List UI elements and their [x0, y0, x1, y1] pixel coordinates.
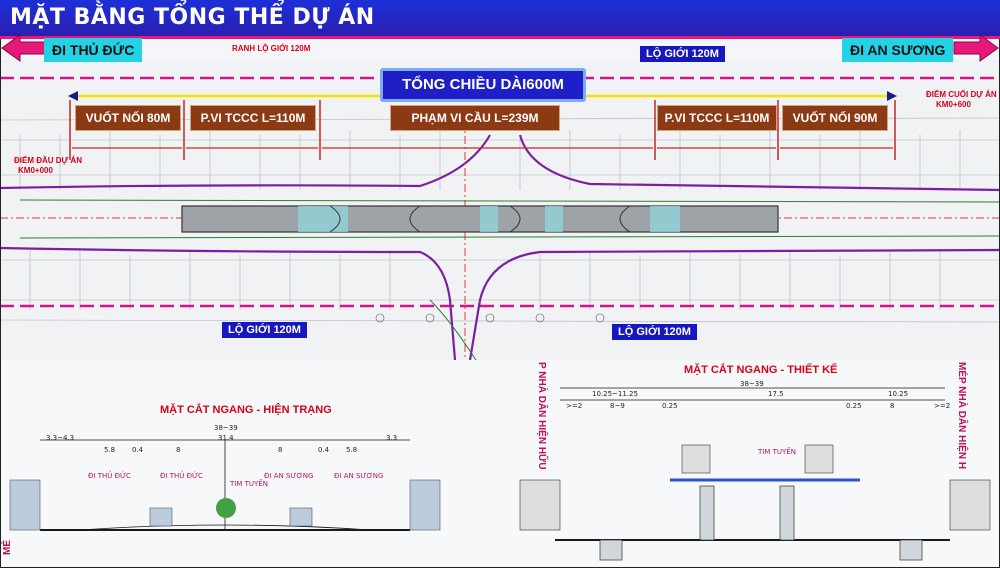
design-sub-dim-4: 0.25 — [846, 402, 862, 410]
segment-3: PHẠM VI CẦU L=239M — [390, 105, 560, 131]
existing-lane-dim-4: 8 — [278, 446, 283, 454]
total-length-label: TỔNG CHIỀU DÀI600M — [380, 68, 586, 102]
direction-right-label: ĐI AN SƯƠNG — [842, 38, 954, 62]
boundary-label-bottom-right: LỘ GIỚI 120M — [612, 324, 697, 340]
segment-5: VUỐT NỐI 90M — [782, 105, 888, 131]
existing-section-title: MẶT CẮT NGANG - HIỆN TRẠNG — [160, 404, 332, 416]
design-right-side-label: MÉP NHÀ DÂN HIỆN H — [956, 362, 967, 470]
boundary-label-top-red: RANH LỘ GIỚI 120M — [232, 44, 311, 53]
existing-lane-dim-1: 5.8 — [104, 446, 116, 454]
existing-lane-dim-3: 8 — [176, 446, 181, 454]
project-start-label: ĐIỂM ĐẦU DỰ ÁN — [14, 156, 82, 165]
existing-lane-label-3: ĐI AN SƯƠNG — [264, 472, 314, 480]
design-dim-left: 10.25~11.25 — [592, 390, 638, 398]
segment-4: P.VI TCCC L=110M — [657, 105, 777, 131]
page-title: MẶT BẰNG TỔNG THỂ DỰ ÁN — [10, 5, 375, 30]
design-sub-dim-5: 8 — [890, 402, 895, 410]
design-center-label: TIM TUYẾN — [758, 448, 796, 456]
design-dim-right: 10.25 — [888, 390, 909, 398]
existing-center-label: TIM TUYẾN — [230, 480, 268, 488]
existing-side-label: MÉ — [2, 540, 13, 555]
design-sub-dim-3: 0.25 — [662, 402, 678, 410]
segment-1: VUỐT NỐI 80M — [75, 105, 181, 131]
design-dim-center: 17.5 — [768, 390, 784, 398]
design-sub-dim-2: 8~9 — [610, 402, 625, 410]
arrow-left-icon — [1, 34, 47, 62]
design-dim-total: 38~39 — [740, 380, 764, 388]
segment-2: P.VI TCCC L=110M — [190, 105, 316, 131]
existing-dim-1: 3.3~4.3 — [46, 434, 75, 442]
existing-dim-4: 3.3 — [386, 434, 398, 442]
existing-dim-2: 38~39 — [214, 424, 238, 432]
existing-lane-label-4: ĐI AN SƯƠNG — [334, 472, 384, 480]
design-sub-dim-1: >=2 — [566, 402, 583, 410]
project-end-label: ĐIỂM CUỐI DỰ ÁN — [926, 90, 997, 99]
project-start-km: KM0+000 — [18, 166, 53, 175]
direction-left-label: ĐI THỦ ĐỨC — [44, 38, 143, 62]
boundary-label-top-blue: LỘ GIỚI 120M — [640, 46, 725, 62]
design-left-side-label: P NHÀ DÂN HIỆN HỮU — [536, 362, 547, 470]
arrow-right-icon — [953, 34, 999, 62]
design-section-title: MẶT CẮT NGANG - THIẾT KẾ — [684, 364, 838, 376]
existing-lane-label-1: ĐI THỦ ĐỨC — [88, 472, 131, 480]
existing-dim-3: 31.4 — [218, 434, 234, 442]
existing-lane-dim-6: 5.8 — [346, 446, 358, 454]
existing-lane-dim-2: 0.4 — [132, 446, 144, 454]
title-bar: MẶT BẰNG TỔNG THỂ DỰ ÁN — [0, 0, 1000, 39]
existing-lane-dim-5: 0.4 — [318, 446, 330, 454]
project-end-km: KM0+600 — [936, 100, 971, 109]
existing-lane-label-2: ĐI THỦ ĐỨC — [160, 472, 203, 480]
boundary-label-bottom-left: LỘ GIỚI 120M — [222, 322, 307, 338]
design-sub-dim-6: >=2 — [934, 402, 951, 410]
